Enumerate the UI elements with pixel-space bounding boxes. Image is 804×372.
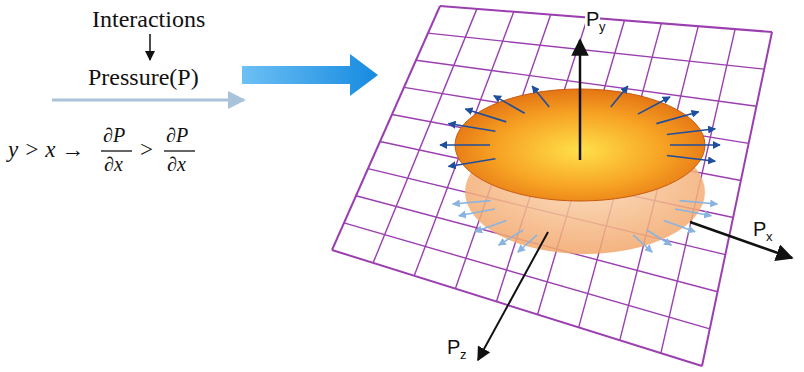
pressure-arrow bbox=[611, 86, 628, 107]
axis-subscript: z bbox=[459, 348, 468, 362]
px-arrow bbox=[690, 222, 792, 258]
grid-line bbox=[332, 250, 702, 366]
text-label: Interactions bbox=[92, 6, 205, 32]
pressure-arrow bbox=[499, 230, 524, 245]
formula-part: y > x → bbox=[8, 137, 84, 162]
pressure-arrow bbox=[667, 155, 715, 161]
formula-part: ∂P bbox=[166, 124, 188, 146]
pressure-arrow bbox=[453, 201, 491, 204]
pressure-arrow bbox=[532, 86, 549, 107]
pz-arrow bbox=[478, 232, 548, 360]
big-blue-arrow bbox=[242, 54, 378, 96]
pressure-arrow bbox=[675, 209, 711, 216]
py-arrow bbox=[579, 40, 582, 160]
pressure-arrow bbox=[465, 109, 506, 122]
grid-line bbox=[428, 33, 764, 69]
pressure-arrow bbox=[494, 96, 525, 114]
fraction-bar bbox=[101, 150, 132, 151]
pressure-arrow bbox=[459, 209, 495, 216]
pressure-arrow bbox=[656, 112, 698, 124]
thin-arrow bbox=[52, 99, 244, 102]
axis-subscript: x bbox=[765, 230, 774, 244]
fraction-bar bbox=[164, 150, 195, 151]
pressure-arrow bbox=[518, 235, 537, 252]
axis-subscript: y bbox=[598, 20, 607, 34]
formula-part: > bbox=[140, 137, 153, 162]
pressure-arrow bbox=[647, 230, 672, 245]
text-label: Pressure(P) bbox=[88, 64, 199, 90]
pressure-arrow bbox=[638, 97, 670, 114]
grid-plane bbox=[332, 6, 772, 366]
pressure-arrow bbox=[670, 144, 720, 146]
pressure-arrow bbox=[475, 220, 506, 231]
formula-part: ∂P bbox=[103, 124, 125, 146]
formula-part: ∂x bbox=[167, 153, 186, 175]
pressure-arrow bbox=[448, 159, 495, 167]
pressure-arrow bbox=[448, 124, 495, 132]
formula-part: ∂x bbox=[104, 153, 123, 175]
grid-line bbox=[702, 32, 772, 366]
pressure-arrow bbox=[440, 144, 490, 146]
pressure-arrow bbox=[667, 129, 715, 135]
pressure-arrow bbox=[633, 235, 652, 252]
pressure-arrow bbox=[680, 201, 718, 204]
down-arrow bbox=[149, 34, 151, 60]
pressure-arrows-below bbox=[453, 201, 718, 253]
